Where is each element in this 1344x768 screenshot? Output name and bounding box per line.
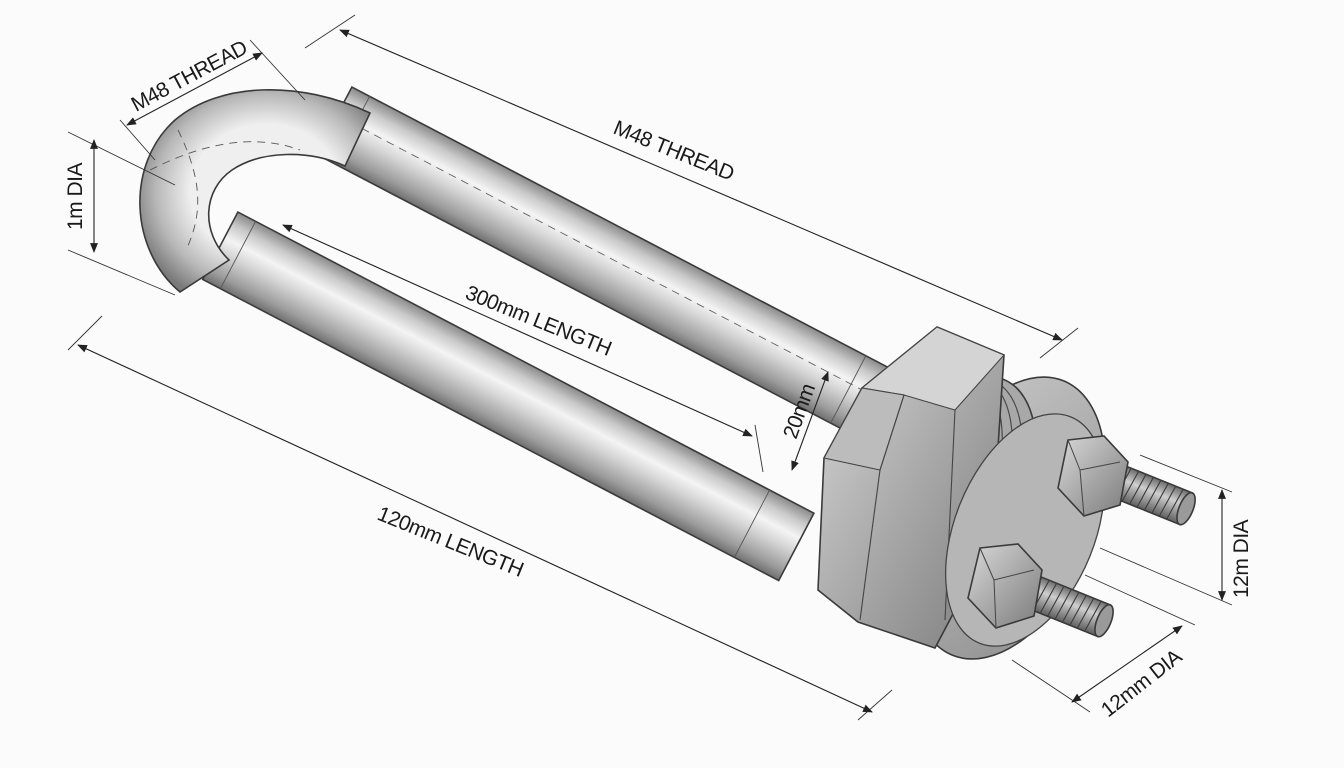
terminal-stud-lower [967, 543, 1114, 638]
terminal-stud-upper [1057, 435, 1196, 526]
thread-label-long: M48 THREAD [610, 116, 737, 185]
u-tube [139, 85, 903, 582]
dimension-lines [67, 14, 1233, 721]
lower-tube-leg [201, 210, 815, 582]
stud-dia-right-label: 12m DIA [1230, 519, 1253, 598]
upper-terminal-nut [1057, 435, 1129, 517]
lower-terminal-nut [967, 543, 1043, 629]
tube-dia-label: 1m DIA [64, 162, 87, 230]
stud-dia-bottom-label: 12mm DIA [1097, 645, 1187, 722]
